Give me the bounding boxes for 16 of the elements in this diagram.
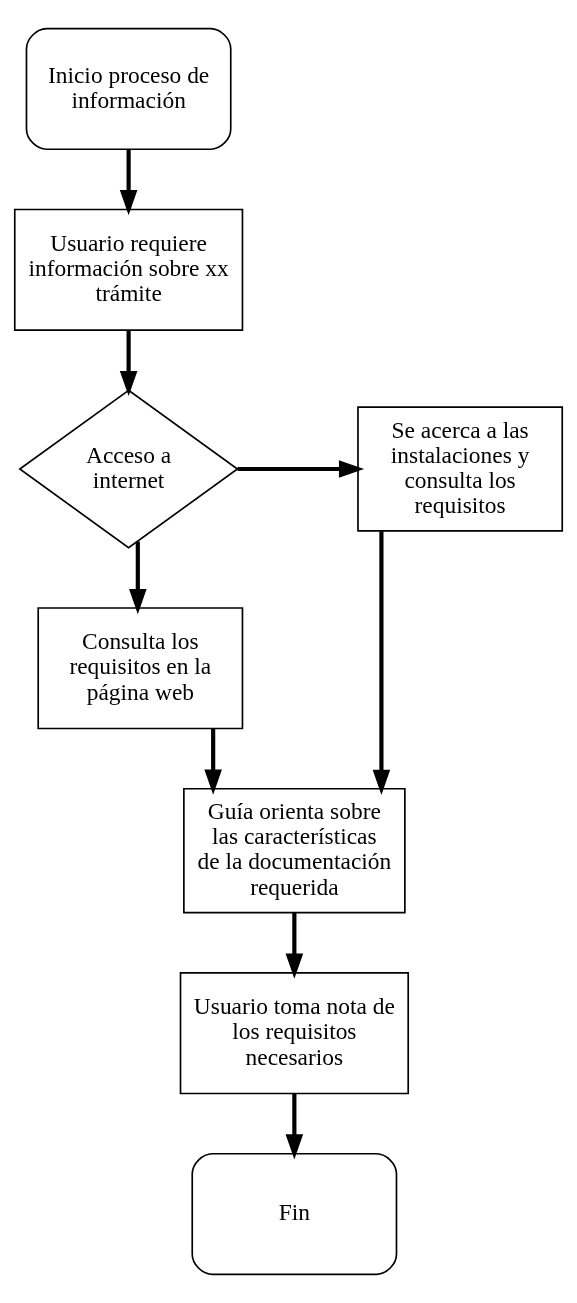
arrow	[372, 531, 391, 795]
arrow	[285, 913, 304, 979]
arrow	[285, 1093, 304, 1160]
arrow	[204, 729, 222, 795]
node-box: Se acerca a las instalaciones y consulta los requisitos	[357, 406, 564, 532]
arrow	[119, 330, 138, 397]
arrow	[119, 149, 138, 216]
node-box: Usuario requiere información sobre xx trámite	[13, 208, 244, 331]
node-box: Consulta los requisitos en la página web	[37, 607, 244, 730]
arrow	[129, 541, 147, 615]
node-diamond: Acceso a internet	[18, 389, 239, 549]
node-box: Usuario toma nota de los requisitos necesarios	[179, 972, 410, 1095]
node-box: Guía orienta sobre las características de la documentación requerida	[183, 787, 406, 914]
node-box: Fin	[191, 1152, 398, 1276]
arrow	[237, 460, 365, 478]
node-box: Inicio proceso de información	[25, 27, 232, 151]
